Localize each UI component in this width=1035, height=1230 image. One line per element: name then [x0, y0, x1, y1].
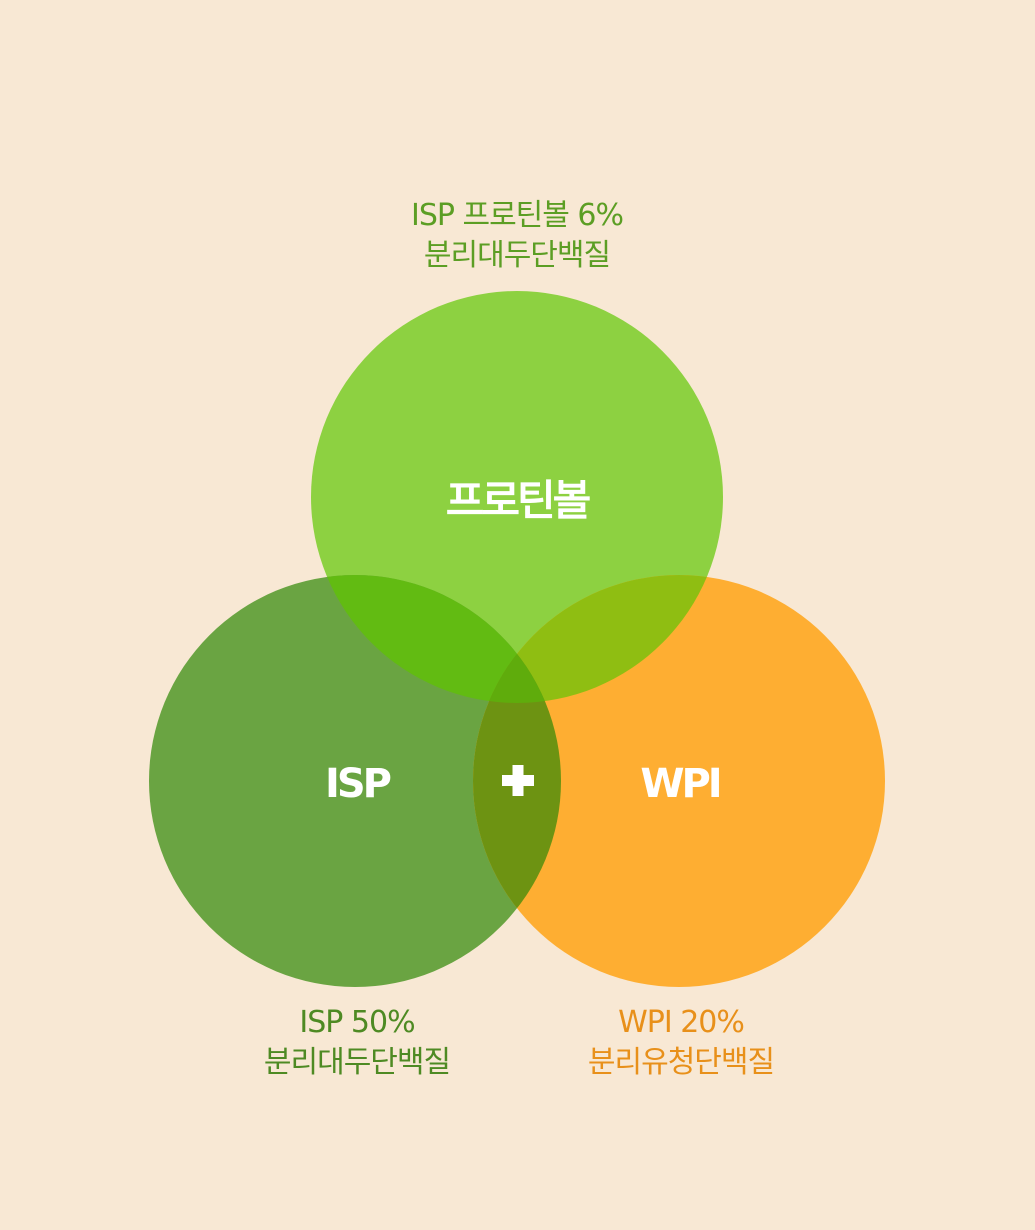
overlap-top-left [311, 575, 561, 703]
isp-label: ISP [325, 761, 391, 807]
plus-icon [502, 765, 534, 796]
isp-caption-line1: ISP 50% [299, 1005, 415, 1040]
protein-ball-caption-line2: 분리대두단백질 [423, 238, 611, 273]
isp-caption-line2: 분리대두단백질 [263, 1045, 451, 1080]
wpi-caption-line1: WPI 20% [618, 1005, 745, 1040]
isp-caption: ISP 50% 분리대두단백질 [157, 1003, 557, 1083]
wpi-caption-line2: 분리유청단백질 [587, 1045, 775, 1080]
wpi-caption: WPI 20% 분리유청단백질 [481, 1003, 881, 1083]
overlap-top-right [473, 575, 723, 703]
protein-ball-label: 프로틴볼 [446, 476, 591, 525]
protein-ball-caption-line1: ISP 프로틴볼 6% [410, 198, 624, 233]
protein-ball-caption: ISP 프로틴볼 6% 분리대두단백질 [317, 196, 717, 276]
wpi-label: WPI [640, 761, 719, 807]
